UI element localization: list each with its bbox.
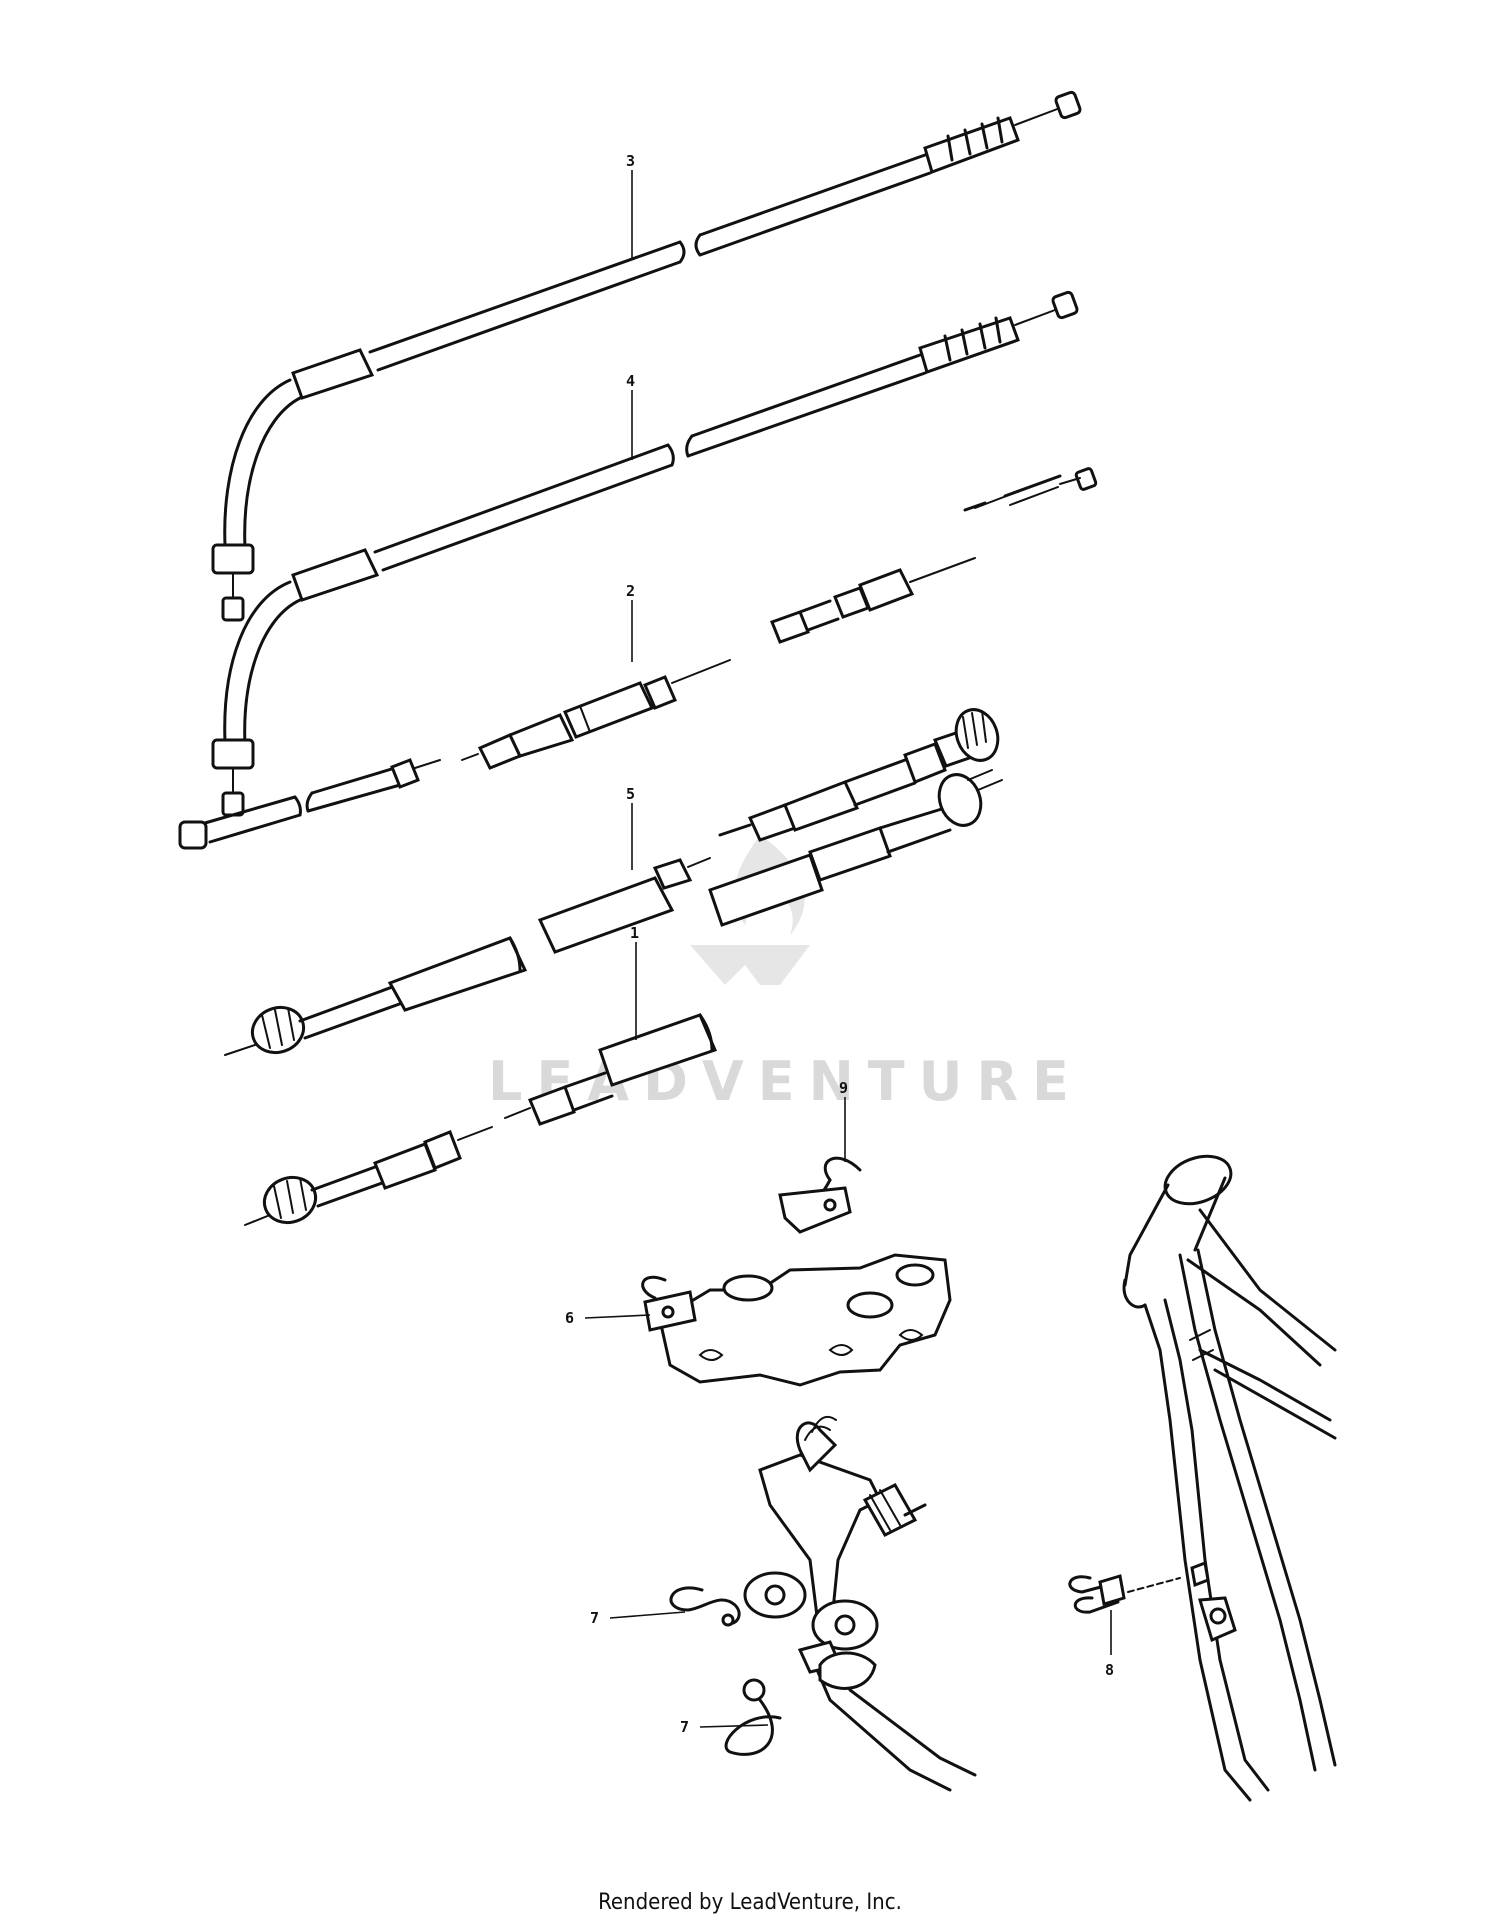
speed-cable-upper <box>224 769 1003 1056</box>
watermark-v-icon <box>690 945 810 985</box>
cable-2 <box>178 467 1098 850</box>
callout-labels: 3 4 2 5 1 9 6 7 7 8 <box>565 152 1114 1736</box>
callout-2: 2 <box>626 582 635 600</box>
watermark: LEADVENTURE <box>488 835 1069 1113</box>
callout-4: 4 <box>626 372 635 390</box>
callout-1: 1 <box>630 924 639 942</box>
render-credit: Rendered by LeadVenture, Inc. <box>598 1890 902 1915</box>
watermark-flame-icon <box>734 835 805 935</box>
callout-5: 5 <box>626 785 635 803</box>
lower-bracket-assembly <box>669 1416 977 1792</box>
callout-leaders <box>584 170 1112 1728</box>
upper-bracket-assembly <box>641 1156 952 1387</box>
callout-3: 3 <box>626 152 635 170</box>
cable-1 <box>244 1013 718 1226</box>
callout-7-lower: 7 <box>680 1718 689 1736</box>
callout-6: 6 <box>565 1309 574 1327</box>
cable-5 <box>537 708 1000 954</box>
cable-3 <box>211 90 1082 622</box>
cable-4 <box>211 290 1079 817</box>
callout-8: 8 <box>1105 1661 1114 1679</box>
frame-assembly <box>1068 1154 1337 1802</box>
callout-7-upper: 7 <box>590 1609 599 1627</box>
callout-9: 9 <box>839 1079 848 1097</box>
